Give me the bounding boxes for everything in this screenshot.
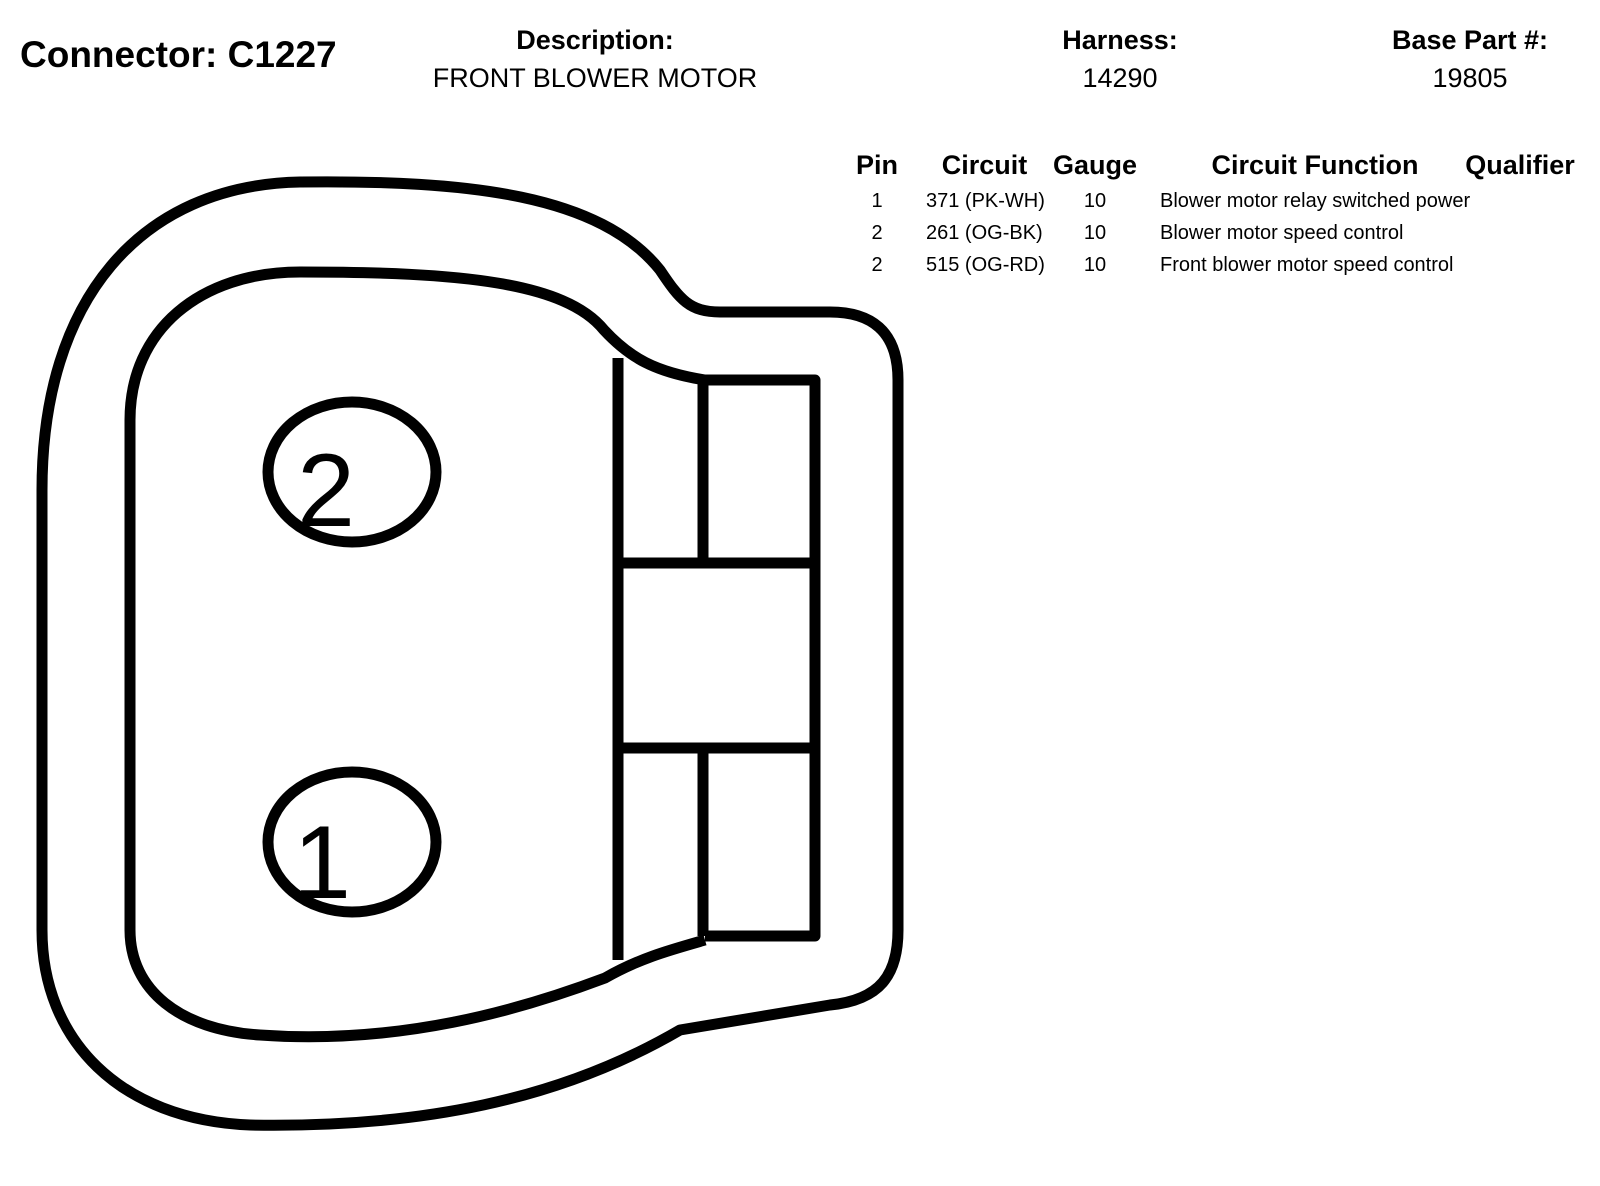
connector-title: Connector: C1227 [20, 34, 337, 75]
pin-1-label: 1 [293, 805, 351, 921]
pin-2-circle [262, 396, 442, 548]
pinout-table: Pin Circuit Gauge Circuit Function Quali… [0, 0, 1600, 300]
header-pin: Pin [855, 150, 898, 180]
header-circuit-function: Circuit Function [1211, 150, 1419, 180]
row-3-circuit: 515 (OG-RD) [926, 254, 1045, 276]
header-gauge: Gauge [1052, 150, 1138, 180]
row-3-pin: 2 [871, 254, 883, 276]
row-1-function: Blower motor relay switched power [1160, 190, 1471, 212]
row-3-function: Front blower motor speed control [1160, 254, 1454, 276]
row-2-pin: 2 [871, 222, 883, 244]
row-2-gauge: 10 [1083, 222, 1107, 244]
connector-outer-shell [36, 176, 904, 1131]
base-part-label: Base Part #: [1391, 25, 1549, 55]
pin-1-circle [262, 766, 442, 918]
harness-value: 14290 [1082, 63, 1158, 93]
harness-block: Harness: 14290 [1020, 24, 1220, 94]
row-1-circuit: 371 (PK-WH) [926, 190, 1045, 212]
connector-inner-top-curve [299, 266, 706, 386]
harness-label: Harness: [1062, 25, 1178, 55]
row-3-gauge: 10 [1083, 254, 1107, 276]
row-2-circuit: 261 (OG-BK) [926, 222, 1043, 244]
pin-2-label: 2 [297, 433, 355, 549]
connector-inner-cavity [124, 266, 707, 1043]
row-1-pin: 1 [871, 190, 883, 212]
header-qualifier: Qualifier [1465, 150, 1575, 180]
base-part-block: Base Part #: 19805 [1370, 24, 1570, 94]
description-block: Description: FRONT BLOWER MOTOR [415, 24, 775, 94]
latch-frame [705, 374, 821, 942]
row-2-function: Blower motor speed control [1160, 222, 1404, 244]
row-1-gauge: 10 [1083, 190, 1107, 212]
header-circuit: Circuit [941, 150, 1028, 180]
base-part-value: 19805 [1432, 63, 1508, 93]
description-value: FRONT BLOWER MOTOR [432, 63, 758, 93]
description-label: Description: [516, 25, 674, 55]
